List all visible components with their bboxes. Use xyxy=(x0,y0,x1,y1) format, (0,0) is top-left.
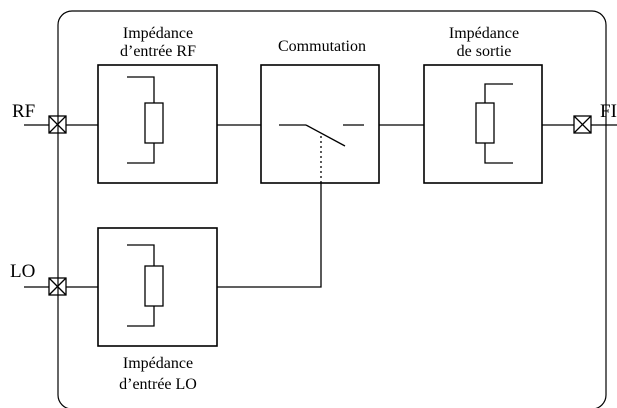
rf-input-impedance-title-2: d’entrée RF xyxy=(120,43,196,60)
switch-symbol xyxy=(279,124,364,147)
lo-port-connector xyxy=(48,277,67,296)
switching-block xyxy=(260,64,380,184)
lo-to-switch-wire xyxy=(217,183,322,288)
rf-port-label: RF xyxy=(12,101,35,122)
fi-port-connector xyxy=(573,115,592,134)
lo-input-impedance-title-1: Impédance xyxy=(123,355,193,372)
output-impedance-block xyxy=(423,64,543,184)
rf-input-impedance-title-1: Impédance xyxy=(123,25,193,42)
lo-input-impedance-title-2: d’entrée LO xyxy=(119,376,197,393)
switching-title: Commutation xyxy=(278,38,366,55)
lo-input-impedance-block xyxy=(97,227,218,347)
fi-port-label: FI xyxy=(600,101,617,122)
rf-input-resistor-symbol xyxy=(127,76,164,164)
rf-input-impedance-block xyxy=(97,64,218,184)
outer-enclosure xyxy=(57,10,607,408)
lo-port-label: LO xyxy=(10,261,35,282)
lo-input-resistor-symbol xyxy=(127,244,164,327)
output-resistor-symbol xyxy=(475,83,513,164)
output-impedance-title-1: Impédance xyxy=(449,25,519,42)
output-impedance-title-2: de sortie xyxy=(457,43,512,60)
